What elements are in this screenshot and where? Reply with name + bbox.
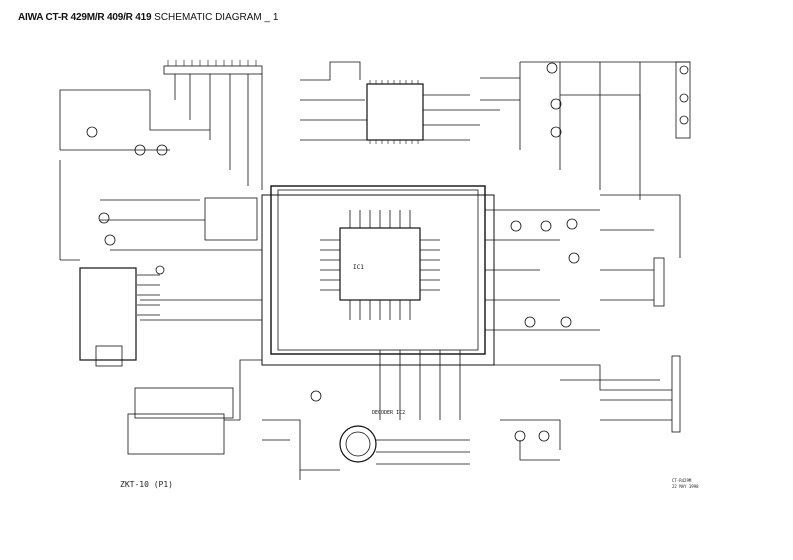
deck-sub bbox=[95, 345, 123, 367]
footer-code-1: CT-R429M bbox=[672, 478, 692, 483]
dsp-ic bbox=[366, 83, 424, 141]
main-ic-label: IC1 bbox=[353, 264, 364, 271]
lower-block-2 bbox=[127, 413, 225, 455]
decoder-label: DECODER IC2 bbox=[372, 410, 405, 416]
footer-code-2: 22 MAY 1998 bbox=[672, 484, 699, 489]
switch-block bbox=[204, 197, 258, 241]
main-ic-body bbox=[339, 227, 421, 301]
main-board-frame bbox=[277, 189, 479, 351]
wiring bbox=[59, 61, 691, 480]
lower-block-1 bbox=[134, 387, 234, 419]
model-title: AIWA CT-R 429M/R 409/R 419 bbox=[18, 12, 152, 23]
main-board-outline bbox=[270, 185, 486, 355]
right-connector-2 bbox=[671, 355, 681, 433]
top-connector bbox=[163, 65, 263, 75]
transistors bbox=[86, 62, 689, 442]
bus-loop bbox=[261, 194, 495, 366]
ic-pins bbox=[167, 60, 419, 144]
right-connector bbox=[653, 257, 665, 307]
deck-block bbox=[79, 267, 137, 361]
din-socket bbox=[339, 425, 377, 463]
diagram-caption: SCHEMATIC DIAGRAM _ 1 bbox=[154, 12, 279, 23]
board-label: ZKT-10 (P1) bbox=[120, 480, 173, 489]
page-title: AIWA CT-R 429M/R 409/R 419 SCHEMATIC DIA… bbox=[18, 12, 278, 23]
